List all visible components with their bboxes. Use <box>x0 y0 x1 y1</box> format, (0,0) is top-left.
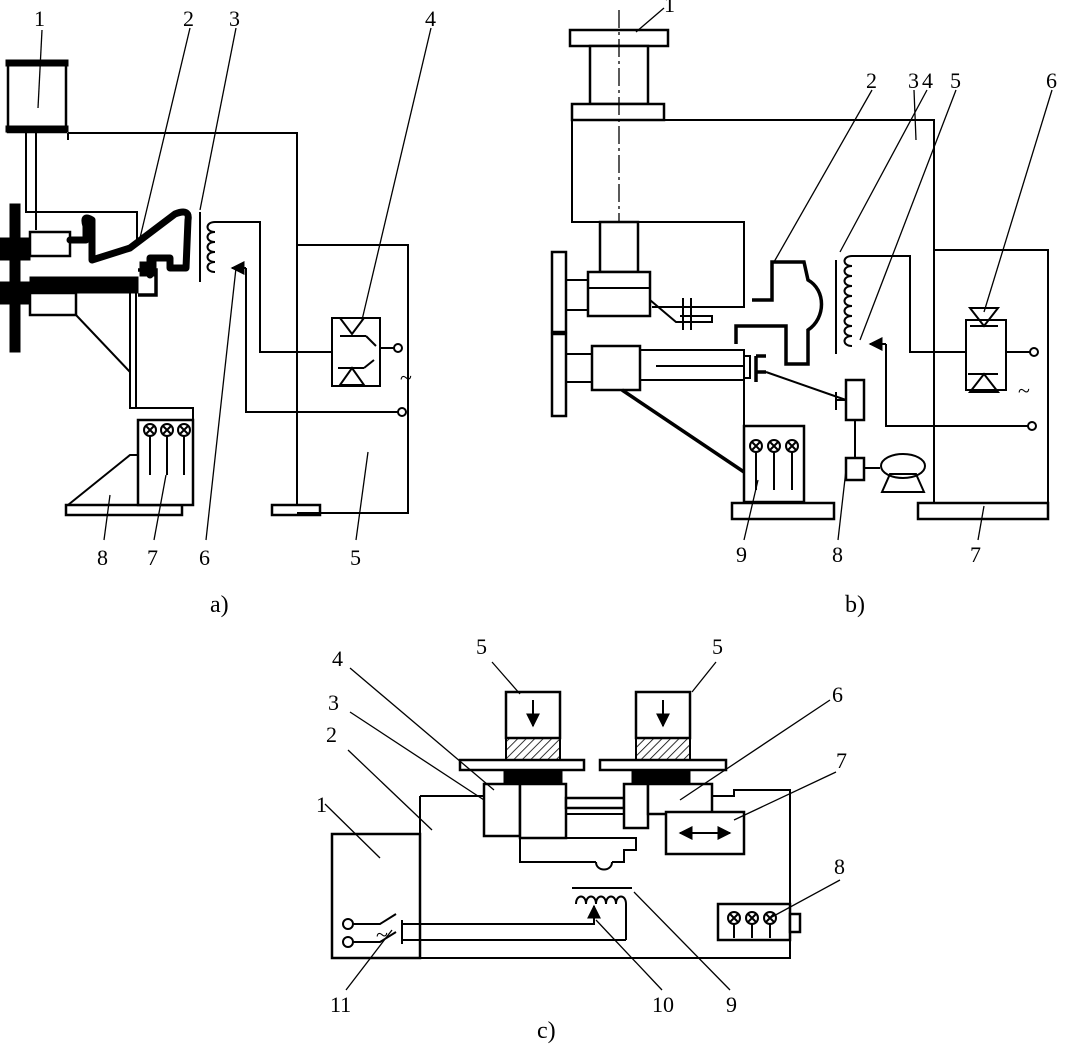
label-b-5: 5 <box>950 68 961 93</box>
caption-b: b) <box>845 592 865 618</box>
label-c-1: 1 <box>316 792 327 817</box>
ac-symbol-c: ~ <box>376 922 388 947</box>
label-a-1: 1 <box>34 6 45 31</box>
label-a-8: 8 <box>97 545 108 570</box>
label-c-6: 6 <box>832 682 843 707</box>
panel-b-labels: 1 2 3 4 5 6 7 8 9 ~ <box>664 0 1057 567</box>
label-b-3: 3 <box>908 68 919 93</box>
panel-b: b) <box>550 7 1053 618</box>
label-b-9: 9 <box>736 542 747 567</box>
ac-symbol-a: ~ <box>400 365 412 390</box>
label-a-5: 5 <box>350 545 361 570</box>
cylinder <box>6 60 68 134</box>
ac-symbol-b: ~ <box>1018 378 1030 403</box>
label-a-3: 3 <box>229 6 240 31</box>
label-b-6: 6 <box>1046 68 1057 93</box>
label-c-9: 9 <box>726 992 737 1017</box>
label-b-4: 4 <box>922 68 933 93</box>
label-b-1: 1 <box>664 0 675 17</box>
label-b-7: 7 <box>970 542 981 567</box>
label-b-8: 8 <box>832 542 843 567</box>
caption-a: a) <box>210 592 229 618</box>
label-a-6: 6 <box>199 545 210 570</box>
label-c-5a: 5 <box>476 634 487 659</box>
panel-a-labels: 1 2 3 4 5 6 7 8 ~ <box>34 6 436 570</box>
label-c-8: 8 <box>834 854 845 879</box>
label-a-2: 2 <box>183 6 194 31</box>
panel-c-labels: 1 2 3 4 5 5 6 7 8 9 10 11 ~ <box>316 634 847 1017</box>
label-c-5b: 5 <box>712 634 723 659</box>
caption-c: c) <box>537 1018 556 1044</box>
label-c-11: 11 <box>330 992 351 1017</box>
label-a-4: 4 <box>425 6 436 31</box>
label-c-4: 4 <box>332 646 343 671</box>
panel-a: a) <box>0 27 432 618</box>
label-c-2: 2 <box>326 722 337 747</box>
panel-c: c) <box>324 661 841 1044</box>
label-a-7: 7 <box>147 545 158 570</box>
label-b-2: 2 <box>866 68 877 93</box>
label-c-10: 10 <box>652 992 674 1017</box>
label-c-3: 3 <box>328 690 339 715</box>
label-c-7: 7 <box>836 748 847 773</box>
